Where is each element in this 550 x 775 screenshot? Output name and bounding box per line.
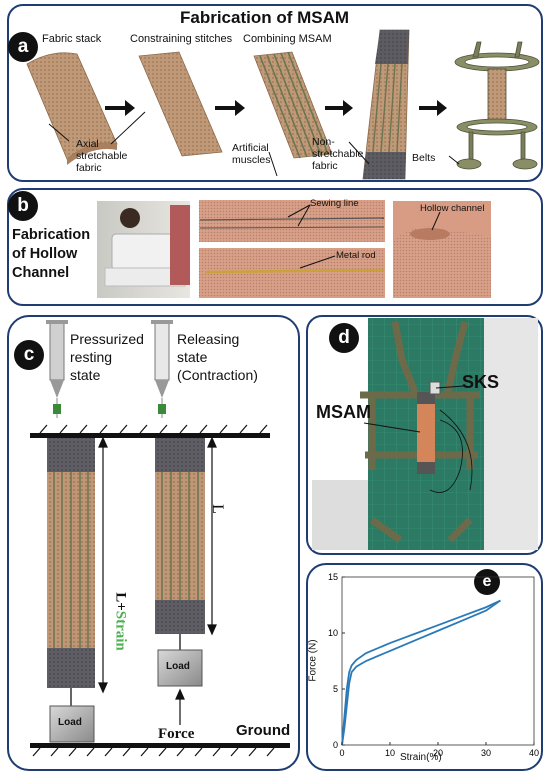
label-hollow-channel: Hollow channel bbox=[420, 203, 485, 214]
panel-a-title: Fabrication of MSAM bbox=[180, 8, 350, 27]
x-tick-label: 20 bbox=[433, 748, 443, 758]
step-combining-msam: Combining MSAM bbox=[243, 33, 332, 45]
step-constraining-stitches: Constraining stitches bbox=[130, 33, 233, 45]
arrow-4 bbox=[419, 100, 447, 116]
arrow-1 bbox=[105, 100, 135, 116]
chart-ylabel: Force (N) bbox=[306, 639, 336, 681]
step-fabric-stack: Fabric stack bbox=[42, 33, 102, 45]
y-tick-label: 0 bbox=[333, 740, 338, 750]
label-axial-fabric: Axial stretchable fabric bbox=[76, 138, 128, 174]
label-sewing-line: Sewing line bbox=[310, 198, 359, 209]
syringe-left bbox=[46, 320, 68, 418]
chart-series-0 bbox=[341, 599, 501, 746]
load-left bbox=[49, 705, 95, 743]
panel-b-photos bbox=[97, 200, 491, 298]
x-tick-label: 0 bbox=[339, 748, 344, 758]
x-tick-label: 10 bbox=[385, 748, 395, 758]
ceiling-bar bbox=[30, 433, 270, 438]
stitched-fabric bbox=[138, 51, 223, 157]
arrow-3 bbox=[325, 100, 353, 116]
ground-label: Ground bbox=[236, 722, 291, 739]
ground-bar bbox=[30, 743, 290, 748]
y-tick-label: 15 bbox=[328, 572, 338, 582]
panel-c-diagram bbox=[30, 320, 290, 757]
x-tick-label: 40 bbox=[529, 748, 539, 758]
panel-e bbox=[306, 563, 543, 771]
panel-a-badge: a bbox=[8, 32, 38, 62]
panel-b-badge: b bbox=[8, 191, 38, 221]
panel-e-badge: e bbox=[474, 569, 500, 595]
syringe-right bbox=[151, 320, 173, 418]
x-tick-label: 30 bbox=[481, 748, 491, 758]
grey-bottom bbox=[363, 152, 406, 179]
grey-top bbox=[375, 30, 409, 64]
chart-series-1 bbox=[341, 599, 501, 746]
y-tick-label: 5 bbox=[333, 684, 338, 694]
state-pressurized: Pressurized resting state bbox=[70, 331, 144, 383]
arrow-2 bbox=[215, 100, 245, 116]
panel-c-badge: c bbox=[14, 340, 44, 370]
chart-frame bbox=[341, 576, 535, 746]
chart-ylabel-text: Force (N) bbox=[307, 639, 319, 682]
harness-belts bbox=[454, 41, 540, 170]
force-label: Force bbox=[158, 726, 195, 742]
label-belts: Belts bbox=[412, 152, 436, 164]
panel-d-badge: d bbox=[329, 323, 359, 353]
force-strain-chart: 0 10 20 30 40 0 5 10 15 bbox=[328, 572, 539, 758]
load-left-label: Load bbox=[58, 717, 82, 728]
load-right bbox=[157, 649, 203, 687]
label-msam: MSAM bbox=[316, 402, 371, 422]
label-artificial-muscles: Artificial muscles bbox=[232, 142, 271, 166]
label-non-stretchable: Non- stretchable fabric bbox=[312, 136, 364, 172]
chart-xlabel: Strain(%) bbox=[400, 752, 442, 763]
panel-a-illustration bbox=[26, 29, 540, 180]
load-right-label: Load bbox=[166, 661, 190, 672]
panel-b-title: Fabrication of Hollow Channel bbox=[12, 227, 91, 281]
label-sks: SKS bbox=[462, 372, 500, 392]
y-tick-label: 10 bbox=[328, 628, 338, 638]
state-releasing: Releasing state (Contraction) bbox=[177, 331, 258, 383]
label-metal-rod: Metal rod bbox=[336, 250, 376, 261]
